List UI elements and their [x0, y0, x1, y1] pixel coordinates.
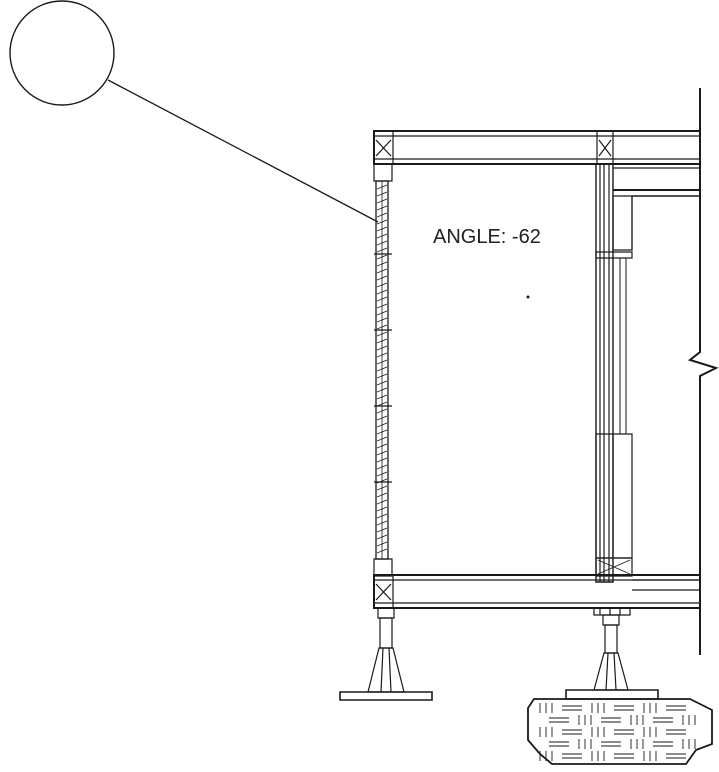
- right-jack-stand: [566, 615, 658, 699]
- center-point-mark: [526, 295, 530, 299]
- upper-right-ledger: [613, 168, 700, 250]
- left-jack-stand: [340, 608, 432, 700]
- angle-annotation: ANGLE: -62: [433, 226, 541, 248]
- left-post: [374, 164, 392, 576]
- top-beam: [374, 131, 700, 164]
- bottom-beam: [374, 575, 700, 608]
- callout-leader-line: [108, 80, 378, 222]
- detail-callout-circle: [10, 1, 114, 105]
- window-assembly: [596, 164, 632, 582]
- bearing-plate-stack: [594, 608, 630, 615]
- wall-break-line: [690, 88, 716, 655]
- crib-block: [528, 699, 712, 764]
